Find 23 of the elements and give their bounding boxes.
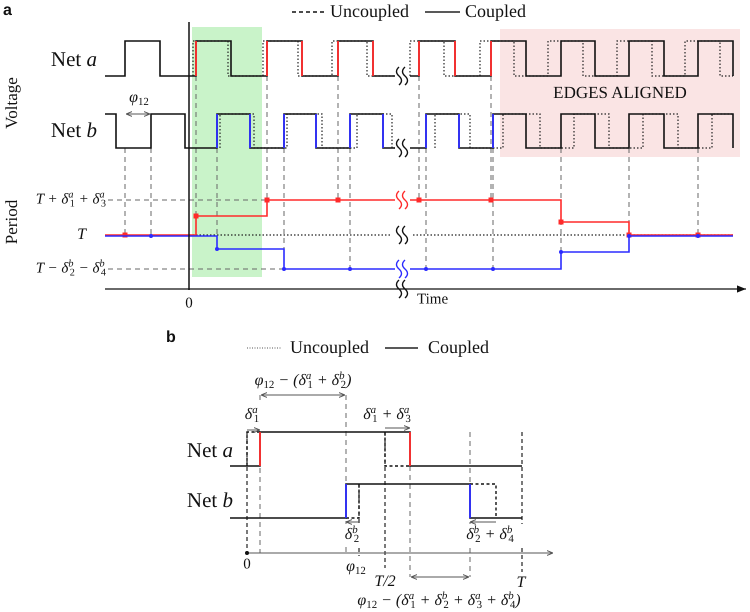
trace-label: Net b xyxy=(50,118,97,142)
tick-label: 0 xyxy=(243,556,251,574)
panel-label: a xyxy=(3,2,12,20)
tick-label: T/2 xyxy=(374,572,396,592)
legend-label: Uncoupled xyxy=(330,2,409,22)
trace-label: Net a xyxy=(186,438,233,462)
legend-label: Uncoupled xyxy=(290,338,369,358)
region-label: EDGES ALIGNED xyxy=(553,83,687,103)
panel-label: b xyxy=(166,328,176,348)
legend-label: Coupled xyxy=(465,2,526,22)
trace-label: Net b xyxy=(186,488,233,512)
axis-title: Time xyxy=(417,291,448,309)
dimension-label: φ$_{12}$ − (δ$^{a}$$_{1}$ + δ$^{b}$$_{2}$ + δ$^{a}$$_{3}$ + δ$^{b}$$_{4}$) xyxy=(357,592,521,610)
tick-label: T xyxy=(516,574,526,592)
dimension-label: φ$_{12}$ − (δ$^{a}$$_{1}$ + δ$^{b}$$_{2}$) xyxy=(254,372,352,390)
legend-label: Coupled xyxy=(428,338,489,358)
axis-title: Voltage xyxy=(2,77,22,129)
tick-label: φ$_{12}$ xyxy=(346,558,366,576)
dimension-label: φ$_{12}$ xyxy=(129,88,149,108)
trace-label: Net a xyxy=(50,46,97,72)
level-label: T xyxy=(77,226,86,244)
axis-title: Period xyxy=(2,200,22,244)
tick-label: 0 xyxy=(185,295,193,313)
